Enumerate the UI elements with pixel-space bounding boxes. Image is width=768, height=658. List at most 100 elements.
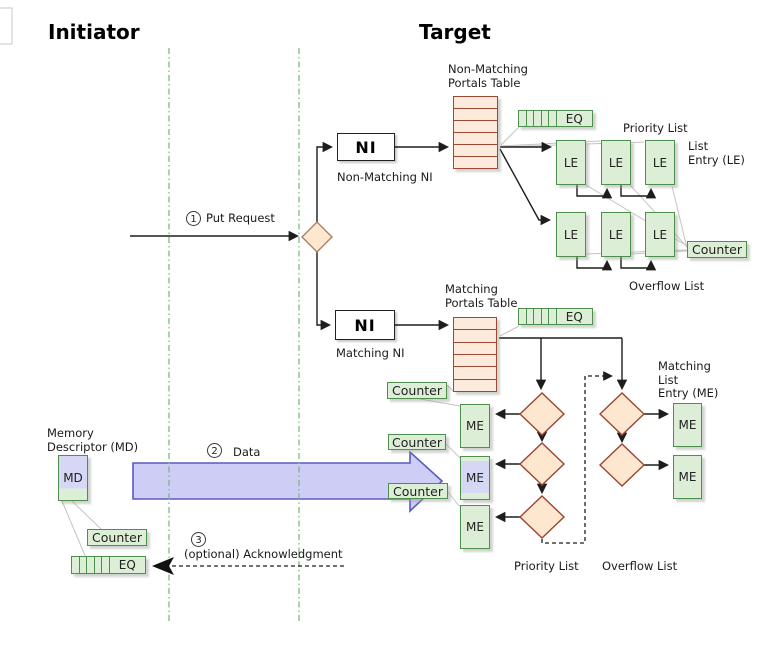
eq-cell	[95, 557, 102, 573]
matching-ni-label: Matching NI	[336, 346, 405, 360]
eq-label: EQ	[565, 111, 583, 126]
matching-list-entry-label: Matching List Entry (ME)	[658, 359, 719, 401]
eq-cell	[542, 111, 549, 126]
eq-cell	[87, 557, 95, 573]
me-text: ME	[466, 419, 484, 433]
table-row	[454, 145, 497, 157]
me-counter-box-2: Counter	[388, 434, 446, 450]
eq-cell	[102, 557, 110, 573]
eq-cell	[527, 309, 534, 324]
eq-cell	[72, 557, 80, 573]
me-text: ME	[466, 520, 484, 534]
le-box-priority-2: LE	[601, 140, 631, 185]
step1-label: Put Request	[206, 211, 275, 225]
le-text: LE	[563, 155, 579, 170]
counter-text: Counter	[692, 242, 742, 257]
table-row	[454, 121, 497, 133]
eq-cell	[534, 309, 542, 324]
overflow-dashed-path	[541, 371, 613, 544]
eq-label: EQ	[118, 558, 136, 572]
eq-cell	[519, 111, 527, 126]
ack-arrowhead	[152, 557, 174, 575]
me-box-overflow-2: ME	[673, 455, 702, 499]
le-text: LE	[652, 227, 668, 242]
matching-eq-box: EQ	[518, 308, 593, 325]
eq-cell	[80, 557, 87, 573]
table-row	[454, 133, 497, 145]
step1-circle: 1	[186, 211, 201, 226]
priority-diamond-1	[518, 392, 566, 436]
le-box-priority-3: LE	[645, 140, 675, 185]
eq-cell	[549, 309, 557, 324]
me-counter-box-3: Counter	[388, 483, 448, 499]
table-row	[454, 157, 497, 168]
table-row	[454, 380, 496, 391]
step2-label: Data	[233, 445, 261, 459]
non-matching-ni-box: NI	[337, 133, 395, 161]
initiator-eq-box: EQ	[71, 556, 146, 574]
le-box-overflow-2: LE	[601, 212, 631, 257]
matching-portals-table-label: Matching Portals Table	[445, 282, 518, 310]
me-text: ME	[466, 471, 484, 485]
overflow-list-bottom-label: Overflow List	[602, 559, 678, 573]
counter-text: Counter	[392, 434, 442, 450]
step2-circle: 2	[207, 443, 222, 458]
black-connectors	[130, 141, 670, 523]
le-counter-box: Counter	[687, 241, 747, 258]
step3-circle: 3	[191, 532, 206, 547]
me-box-priority-1: ME	[460, 404, 490, 448]
table-row	[454, 367, 496, 380]
me-text: ME	[678, 418, 697, 432]
matching-portals-table	[453, 317, 497, 392]
memory-descriptor-label: Memory Descriptor (MD)	[47, 426, 139, 454]
data-arrow	[132, 450, 444, 513]
table-row	[454, 343, 496, 355]
md-box: MD	[58, 455, 88, 501]
me-box-priority-2-highlighted: ME	[460, 456, 490, 500]
counter-text: Counter	[92, 530, 142, 545]
overflow-diamond-1	[598, 392, 646, 436]
le-box-overflow-1: LE	[556, 212, 586, 257]
priority-diamond-3	[518, 495, 566, 539]
counter-text: Counter	[393, 483, 443, 499]
le-text: LE	[608, 155, 624, 170]
initiator-title: Initiator	[48, 20, 140, 44]
overflow-list-top-label: Overflow List	[629, 279, 705, 293]
corner-artifact-box	[0, 7, 13, 45]
dashed-connectors	[172, 371, 613, 567]
me-text: ME	[678, 470, 697, 484]
table-row	[454, 318, 496, 331]
me-counter-box-1: Counter	[387, 382, 447, 399]
md-counter-box: Counter	[87, 529, 147, 546]
le-text: LE	[652, 155, 668, 170]
table-row	[454, 109, 497, 121]
non-matching-portals-table-label: Non-Matching Portals Table	[448, 62, 528, 90]
table-row	[454, 355, 496, 368]
eq-cell	[519, 309, 527, 324]
lane-lines	[168, 48, 300, 622]
eq-label: EQ	[565, 309, 583, 324]
match-diamonds	[518, 392, 646, 539]
le-text: LE	[608, 227, 624, 242]
table-row	[454, 330, 496, 343]
le-box-overflow-3: LE	[645, 212, 675, 257]
me-box-overflow-1: ME	[673, 403, 702, 447]
eq-cell	[542, 309, 549, 324]
table-row	[454, 97, 497, 109]
overflow-diamond-2	[598, 443, 646, 487]
priority-list-top-label: Priority List	[623, 121, 688, 135]
non-matching-portals-table	[453, 96, 498, 169]
step3-label: (optional) Acknowledgment	[184, 547, 343, 561]
target-title: Target	[419, 20, 491, 44]
me-box-priority-3: ME	[460, 505, 490, 549]
eq-cell	[527, 111, 534, 126]
eq-cell	[549, 111, 557, 126]
non-matching-eq-box: EQ	[518, 110, 593, 127]
matching-ni-text: NI	[354, 315, 376, 335]
le-box-priority-1: LE	[556, 140, 586, 185]
eq-cell	[534, 111, 542, 126]
non-matching-ni-label: Non-Matching NI	[337, 170, 433, 184]
counter-text: Counter	[392, 383, 442, 398]
list-entry-label: List Entry (LE)	[688, 139, 745, 167]
